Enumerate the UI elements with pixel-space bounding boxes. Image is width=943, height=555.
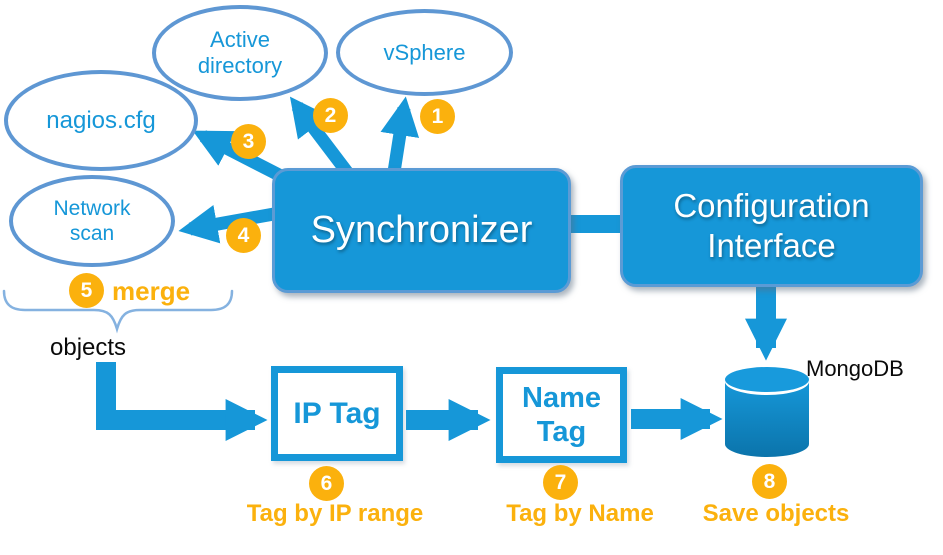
step-badge-2: 2 <box>313 98 348 133</box>
arrow-to-vsphere <box>380 96 420 174</box>
tag-by-ip-range-caption: Tag by IP range <box>246 500 424 527</box>
step-badge-7: 7 <box>543 465 578 500</box>
step-badge-5: 5 <box>69 273 104 308</box>
mongodb-label: MongoDB <box>806 356 904 381</box>
synchronizer-label: Synchronizer <box>310 209 533 251</box>
synchronizer-configuration-connector <box>562 215 624 233</box>
objects-label: objects <box>50 334 127 361</box>
tag-by-name-caption: Tag by Name <box>506 500 654 527</box>
nagios-cfg-label: nagios.cfg <box>46 106 156 134</box>
name-tag-label-line1: Name <box>522 382 601 414</box>
configuration-interface-box: Configuration Interface <box>620 165 923 287</box>
mongodb-cylinder-lid <box>725 367 809 392</box>
ip-tag-box: IP Tag <box>271 366 403 461</box>
step-badge-6: 6 <box>309 466 344 501</box>
configuration-interface-label-line1: Configuration <box>673 187 870 224</box>
step-badge-3: 3 <box>231 124 266 159</box>
mongodb-database-icon <box>725 367 809 457</box>
name-tag-label-line2: Tag <box>536 416 587 448</box>
arrow-to-active-directory <box>289 96 353 176</box>
merge-brace <box>2 289 234 334</box>
step-badge-1: 1 <box>420 99 455 134</box>
network-scan-label-line2: scan <box>69 222 115 245</box>
arrow-objects-to-ip-tag <box>96 362 268 441</box>
configuration-interface-label-line2: Interface <box>707 227 836 264</box>
active-directory-label-line2: directory <box>197 53 283 78</box>
save-objects-caption: Save objects <box>702 500 850 527</box>
vsphere-label: vSphere <box>383 39 466 65</box>
mongodb-cylinder-body <box>725 382 809 457</box>
merge-label: merge <box>112 276 191 306</box>
synchronizer-box: Synchronizer <box>272 168 571 293</box>
name-tag-box: Name Tag <box>496 367 627 463</box>
active-directory-label-line1: Active <box>210 27 270 52</box>
source-ellipse-nagios-cfg: nagios.cfg <box>4 70 198 171</box>
network-scan-label-line1: Network <box>53 197 131 220</box>
source-ellipse-vsphere: vSphere <box>336 9 513 96</box>
step-badge-4: 4 <box>226 218 261 253</box>
source-ellipse-active-directory: Active directory <box>152 5 328 101</box>
step-badge-8: 8 <box>752 464 787 499</box>
ip-tag-label: IP Tag <box>293 396 381 430</box>
source-ellipse-network-scan: Network scan <box>9 175 175 267</box>
